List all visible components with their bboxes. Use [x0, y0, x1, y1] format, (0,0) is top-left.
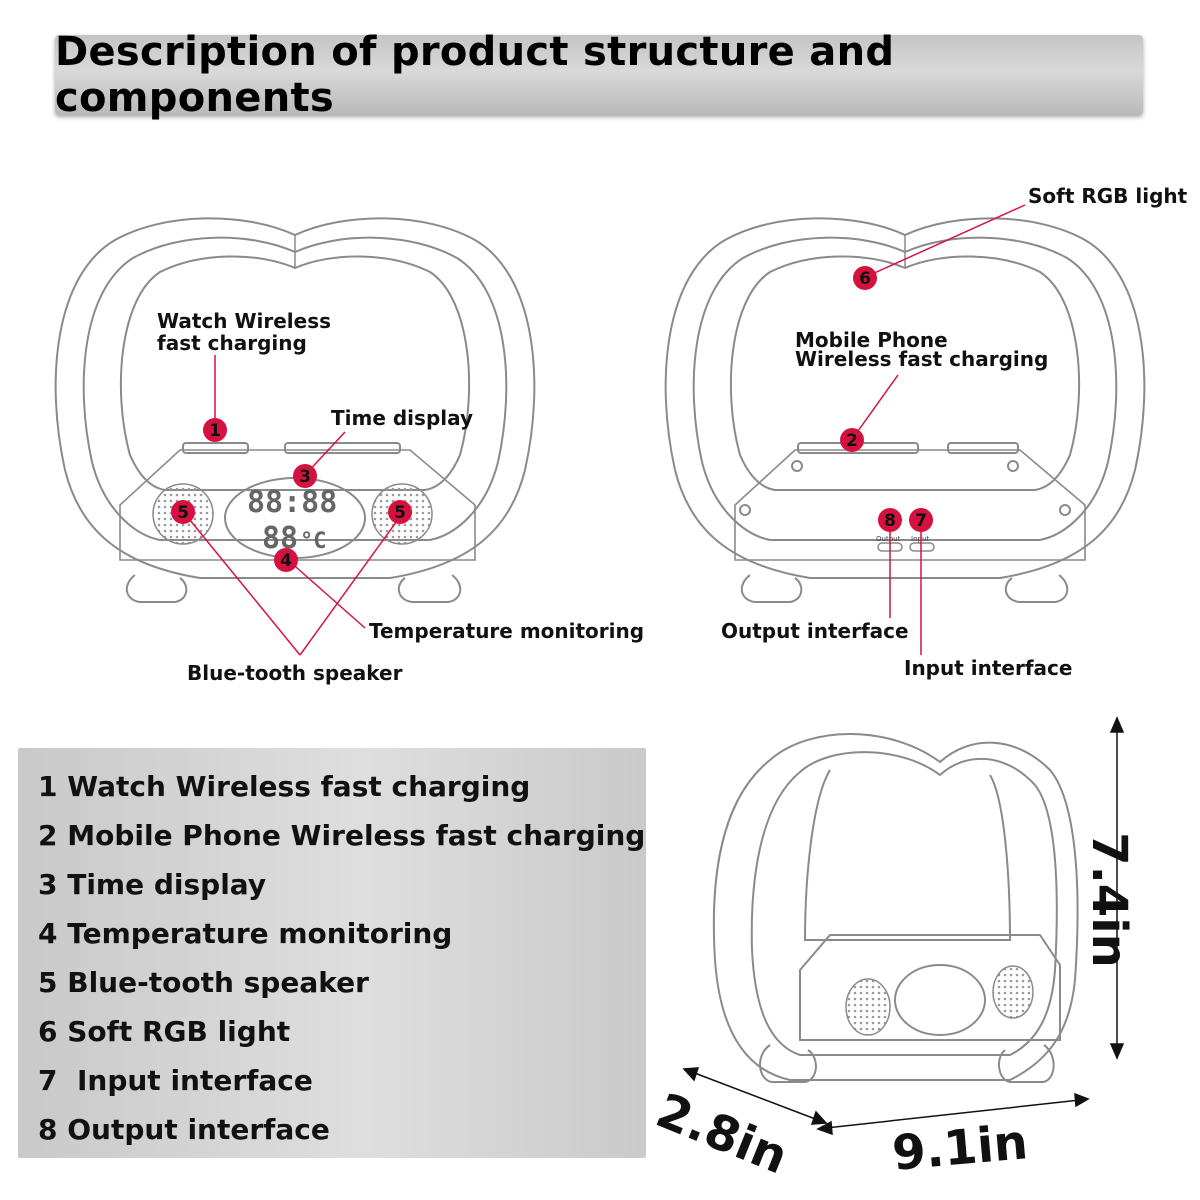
- back-callout-lines: [852, 204, 1026, 655]
- dimension-height: 7.4in: [1081, 832, 1137, 968]
- lcd-time: 88:88: [247, 485, 337, 520]
- svg-text:4: 4: [280, 551, 292, 571]
- dimension-width: 9.1in: [889, 1114, 1031, 1182]
- callout-bluetooth-speaker: Blue-tooth speaker: [187, 661, 403, 685]
- marker-7: 7: [909, 508, 933, 532]
- front-callout-lines: [184, 355, 403, 656]
- lcd-unit: °C: [300, 529, 327, 554]
- title-banner: Description of product structure and com…: [55, 29, 1143, 121]
- callout-time-display: Time display: [331, 406, 474, 430]
- marker-3: 3: [293, 464, 317, 488]
- legend-item: 7 Input interface: [38, 1064, 313, 1097]
- marker-5-right: 5: [388, 500, 412, 524]
- callout-watch-wireless: Watch Wireless fast charging: [157, 310, 331, 354]
- back-view: [664, 217, 1146, 603]
- legend-item: 3 Time display: [38, 868, 267, 901]
- legend-item: 6 Soft RGB light: [38, 1015, 291, 1048]
- marker-4: 4: [274, 548, 298, 572]
- callout-watch-line2: fast charging: [157, 331, 307, 355]
- legend-item: 1 Watch Wireless fast charging: [38, 770, 531, 803]
- legend-list: 1 Watch Wireless fast charging 2 Mobile …: [18, 748, 646, 1154]
- callout-phone-line2: Wireless fast charging: [795, 347, 1049, 371]
- svg-text:1: 1: [209, 421, 221, 441]
- callout-mobile-phone: Mobile Phone Wireless fast charging: [795, 328, 1049, 371]
- dimension-lines: [682, 716, 1125, 1136]
- callout-temperature: Temperature monitoring: [369, 619, 645, 643]
- marker-8: 8: [878, 508, 902, 532]
- port-label-output: Output: [876, 535, 901, 543]
- svg-text:5: 5: [394, 503, 406, 523]
- callout-phone-line1: Mobile Phone: [795, 328, 948, 352]
- legend-box: 1 Watch Wireless fast charging 2 Mobile …: [18, 748, 646, 1158]
- legend-item: 4 Temperature monitoring: [38, 917, 453, 950]
- legend-item: 8 Output interface: [38, 1113, 330, 1146]
- markers: 1 3 5 5 4 6 2 8 7: [171, 266, 933, 572]
- page-title: Description of product structure and com…: [55, 29, 895, 121]
- svg-text:7: 7: [915, 511, 927, 531]
- port-label-input: Input: [911, 535, 929, 543]
- front-view: [54, 217, 536, 603]
- callout-output-interface: Output interface: [721, 619, 909, 643]
- callout-watch-line1: Watch Wireless: [157, 309, 332, 333]
- legend-item: 2 Mobile Phone Wireless fast charging: [38, 819, 646, 852]
- perspective-view: [712, 733, 1079, 1083]
- marker-1: 1: [203, 418, 227, 442]
- svg-text:6: 6: [859, 269, 871, 289]
- legend-item: 5 Blue-tooth speaker: [38, 966, 369, 999]
- marker-5-left: 5: [171, 500, 195, 524]
- callout-soft-rgb-light: Soft RGB light: [1028, 184, 1188, 208]
- marker-6: 6: [853, 266, 877, 290]
- svg-text:2: 2: [846, 431, 858, 451]
- callout-input-interface: Input interface: [904, 656, 1073, 680]
- svg-text:8: 8: [884, 511, 896, 531]
- svg-text:5: 5: [177, 503, 189, 523]
- marker-2: 2: [840, 428, 864, 452]
- svg-text:3: 3: [299, 467, 311, 487]
